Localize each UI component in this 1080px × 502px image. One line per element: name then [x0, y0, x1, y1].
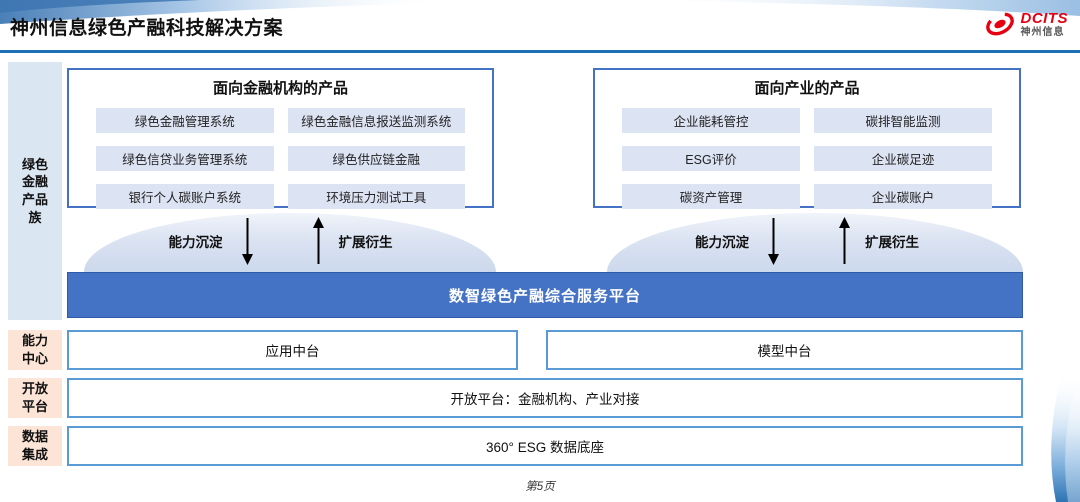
product-chip: 碳排智能监测 — [814, 108, 992, 133]
capability-settle-label: 能力沉淀 — [168, 235, 223, 250]
product-chip: 绿色金融管理系统 — [96, 108, 274, 133]
product-chip: 银行个人碳账户系统 — [96, 184, 274, 209]
sidebar-green-finance-family: 绿色金融产品族 — [8, 62, 62, 320]
platform-bar: 数智绿色产融综合服务平台 — [67, 272, 1023, 318]
sidebar-label: 数据集成 — [21, 429, 48, 462]
product-chip: 企业碳足迹 — [814, 146, 992, 171]
logo-brand-cn-text: 神州信息 — [1020, 26, 1065, 38]
expand-derive-label: 扩展衍生 — [338, 235, 393, 250]
arrow-down-icon — [241, 218, 253, 265]
sidebar-label: 开放平台 — [21, 381, 48, 414]
logo-brand-text: DCITS — [1020, 9, 1068, 27]
model-middle-platform-box: 模型中台 — [546, 330, 1023, 370]
sidebar-open-platform: 开放平台 — [8, 378, 62, 418]
product-chip: 环境压力测试工具 — [287, 184, 465, 209]
arrow-group-left: 能力沉淀 扩展衍生 — [67, 211, 494, 271]
esg-data-base-box: 360° ESG 数据底座 — [67, 426, 1023, 466]
page-number: 第5页 — [525, 481, 555, 493]
product-chip: 绿色供应链金融 — [287, 146, 465, 171]
header-divider — [0, 50, 1080, 53]
finance-products-box: 面向金融机构的产品 绿色金融管理系统 绿色金融信息报送监测系统 绿色信贷业务管理… — [67, 68, 494, 209]
industry-products-box: 面向产业的产品 企业能耗管控 碳排智能监测 ESG评价 企业碳足迹 碳资产管理 … — [593, 68, 1021, 209]
capability-settle-label: 能力沉淀 — [695, 235, 749, 250]
open-platform-box: 开放平台：金融机构、产业对接 — [67, 378, 1023, 418]
sidebar-data-integration: 数据集成 — [8, 426, 62, 466]
finance-box-title: 面向金融机构的产品 — [212, 80, 348, 97]
sidebar-label: 能力中心 — [21, 333, 48, 366]
arrow-group-right: 能力沉淀 扩展衍生 — [593, 211, 1021, 271]
page-title: 神州信息绿色产融科技解决方案 — [10, 18, 284, 39]
product-chip: 绿色信贷业务管理系统 — [96, 146, 274, 171]
industry-box-title: 面向产业的产品 — [754, 80, 860, 97]
arrow-down-icon — [768, 218, 779, 265]
product-chip: 企业碳账户 — [814, 184, 992, 209]
product-chip: ESG评价 — [622, 146, 800, 171]
dcits-swirl-icon — [985, 12, 1014, 36]
product-chip: 企业能耗管控 — [622, 108, 800, 133]
sidebar-capability-center: 能力中心 — [8, 330, 62, 370]
arrow-up-icon — [839, 217, 850, 264]
arrow-up-icon — [312, 217, 324, 264]
product-chip: 绿色金融信息报送监测系统 — [287, 108, 465, 133]
app-middle-platform-box: 应用中台 — [67, 330, 518, 370]
expand-derive-label: 扩展衍生 — [865, 235, 919, 250]
company-logo: DCITS 神州信息 — [983, 9, 1069, 39]
sidebar-label: 绿色金融产品族 — [21, 156, 48, 225]
product-chip: 碳资产管理 — [622, 184, 800, 209]
